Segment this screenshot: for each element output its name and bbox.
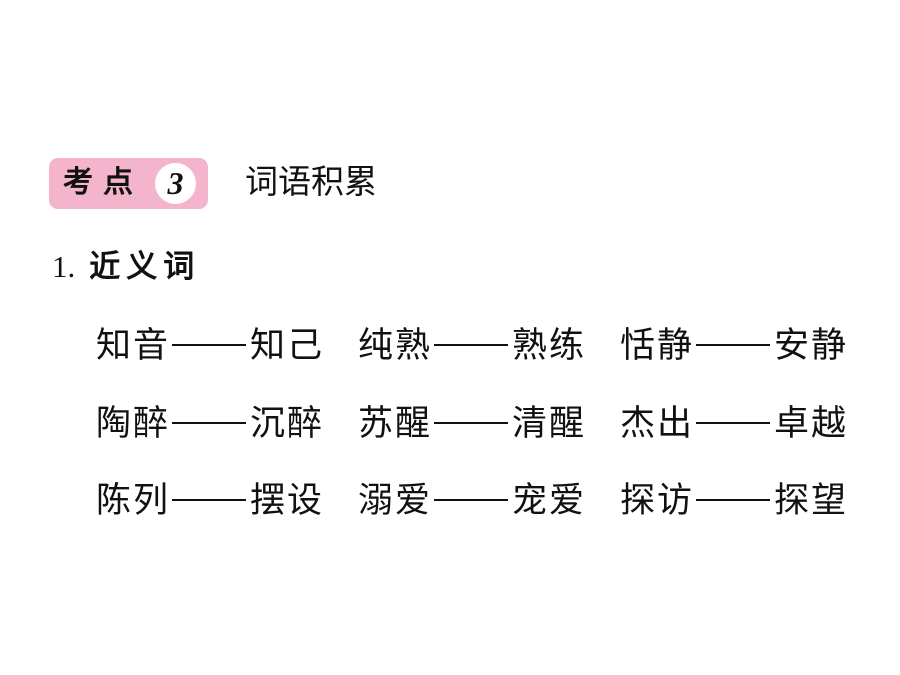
synonym-pair: 恬静 安静 [620,324,848,368]
word-left: 陶醉 [96,404,171,444]
synonym-row-3: 陈列 摆设 溺爱 宠爱 探访 探望 [96,479,876,523]
synonym-pair: 探访 探望 [620,479,848,523]
synonym-pair: 陶醉 沉醉 [96,402,324,446]
subsection-number: 1. [52,249,76,284]
word-left: 陈列 [96,481,171,521]
dash-connector [434,343,509,346]
dash-connector [696,498,771,501]
word-right: 知己 [250,326,325,366]
badge-number: 3 [155,163,196,204]
synonym-pair: 溺爱 宠爱 [358,479,586,523]
word-right: 宠爱 [512,481,587,521]
dash-connector [172,498,247,501]
dash-connector [696,343,771,346]
subsection-heading: 1. 近义词 [52,247,200,287]
synonym-pair: 纯熟 熟练 [358,324,586,368]
word-right: 沉醉 [250,404,325,444]
word-right: 安静 [774,326,849,366]
synonym-pair: 知音 知己 [96,324,324,368]
dash-connector [434,421,509,424]
synonym-pair: 陈列 摆设 [96,479,324,523]
synonym-row-1: 知音 知己 纯熟 熟练 恬静 安静 [96,324,876,368]
badge-label: 考点 [63,165,143,200]
word-right: 熟练 [512,326,587,366]
word-right: 探望 [774,481,849,521]
dash-connector [172,421,247,424]
word-left: 探访 [620,481,695,521]
word-right: 摆设 [250,481,325,521]
dash-connector [696,421,771,424]
word-left: 杰出 [620,404,695,444]
synonym-pair: 杰出 卓越 [620,402,848,446]
dash-connector [172,343,247,346]
section-title: 词语积累 [245,162,377,201]
word-right: 清醒 [512,404,587,444]
subsection-title: 近义词 [89,249,201,285]
word-left: 纯熟 [358,326,433,366]
word-right: 卓越 [774,404,849,444]
dash-connector [434,498,509,501]
word-left: 苏醒 [358,404,433,444]
word-left: 溺爱 [358,481,433,521]
word-left: 知音 [96,326,171,366]
section-badge: 考点 3 [49,158,208,209]
synonym-pair: 苏醒 清醒 [358,402,586,446]
synonym-row-2: 陶醉 沉醉 苏醒 清醒 杰出 卓越 [96,402,876,446]
word-left: 恬静 [620,326,695,366]
